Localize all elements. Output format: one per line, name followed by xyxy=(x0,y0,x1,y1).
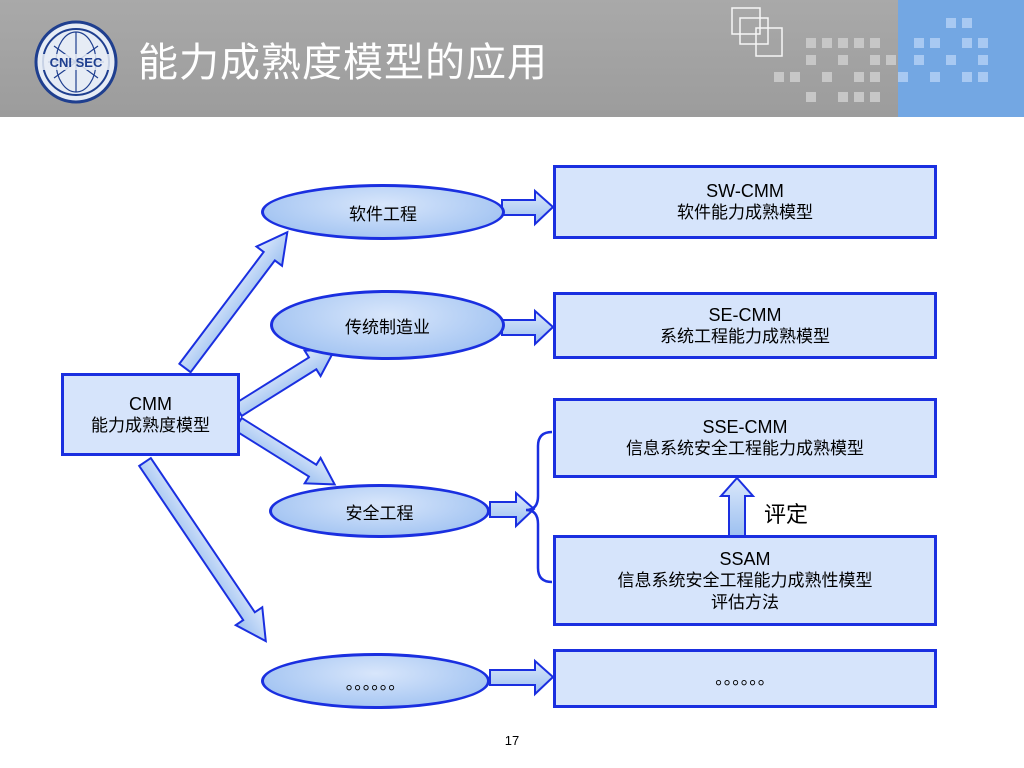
root-cmm-box: CMM 能力成熟度模型 xyxy=(61,373,240,456)
domain-security: 安全工程 xyxy=(269,484,490,538)
model-ellipsis-box: 。。。。。。 xyxy=(553,649,937,708)
arrow-security-to-models xyxy=(489,490,536,529)
assess-label: 评定 xyxy=(764,503,809,528)
header-bar: CNI SEC 能力成熟度模型的应用 xyxy=(0,0,1024,117)
arrow-root-to-manufacturing xyxy=(232,348,337,418)
model-ssam-box: SSAM 信息系统安全工程能力成熟性模型 评估方法 xyxy=(553,535,937,626)
model-secmm-line1: SE-CMM xyxy=(708,304,782,325)
arrow-root-to-software xyxy=(178,230,289,374)
domain-software: 软件工程 xyxy=(261,184,505,240)
domain-manufacturing: 传统制造业 xyxy=(270,290,505,360)
svg-text:CNI SEC: CNI SEC xyxy=(50,55,103,70)
arrow-ellipsis-to-ellipsis xyxy=(489,658,555,697)
domain-ellipsis: 。。。。。。 xyxy=(261,653,490,709)
arrow-ssam-to-ssecmm xyxy=(718,476,756,538)
page-title: 能力成熟度模型的应用 xyxy=(138,40,548,86)
cni-sec-logo: CNI SEC xyxy=(34,20,118,104)
model-ssecmm-line2: 信息系统安全工程能力成熟模型 xyxy=(626,439,864,459)
decorative-squares-icon xyxy=(731,7,988,102)
domain-software-label: 软件工程 xyxy=(349,204,417,225)
root-line2: 能力成熟度模型 xyxy=(91,415,210,436)
arrow-software-to-swcmm xyxy=(501,188,555,227)
arrow-root-to-ellipsis xyxy=(137,456,267,643)
arrow-root-to-security xyxy=(232,416,337,486)
model-secmm-box: SE-CMM 系统工程能力成熟模型 xyxy=(553,292,937,359)
model-secmm-line2: 系统工程能力成熟模型 xyxy=(660,326,830,347)
model-ssam-line1: SSAM xyxy=(719,548,771,569)
domain-manufacturing-label: 传统制造业 xyxy=(345,317,430,338)
model-ssam-line3: 评估方法 xyxy=(711,592,779,613)
model-ssam-line2: 信息系统安全工程能力成熟性模型 xyxy=(617,570,873,591)
brace-connector xyxy=(525,430,553,584)
model-ellipsis-line1: 。。。。。。 xyxy=(715,668,775,689)
model-swcmm-box: SW-CMM 软件能力成熟模型 xyxy=(553,165,937,239)
model-swcmm-line2: 软件能力成熟模型 xyxy=(677,203,813,223)
model-swcmm-line1: SW-CMM xyxy=(706,181,784,201)
domain-security-label: 安全工程 xyxy=(345,503,414,524)
root-line1: CMM xyxy=(129,393,172,414)
domain-ellipsis-label: 。。。。。。 xyxy=(345,673,406,694)
model-ssecmm-box: SSE-CMM 信息系统安全工程能力成熟模型 xyxy=(553,398,937,478)
arrow-manufacturing-to-secmm xyxy=(501,308,555,347)
model-ssecmm-line1: SSE-CMM xyxy=(702,417,788,437)
page-number: 17 xyxy=(504,733,520,748)
